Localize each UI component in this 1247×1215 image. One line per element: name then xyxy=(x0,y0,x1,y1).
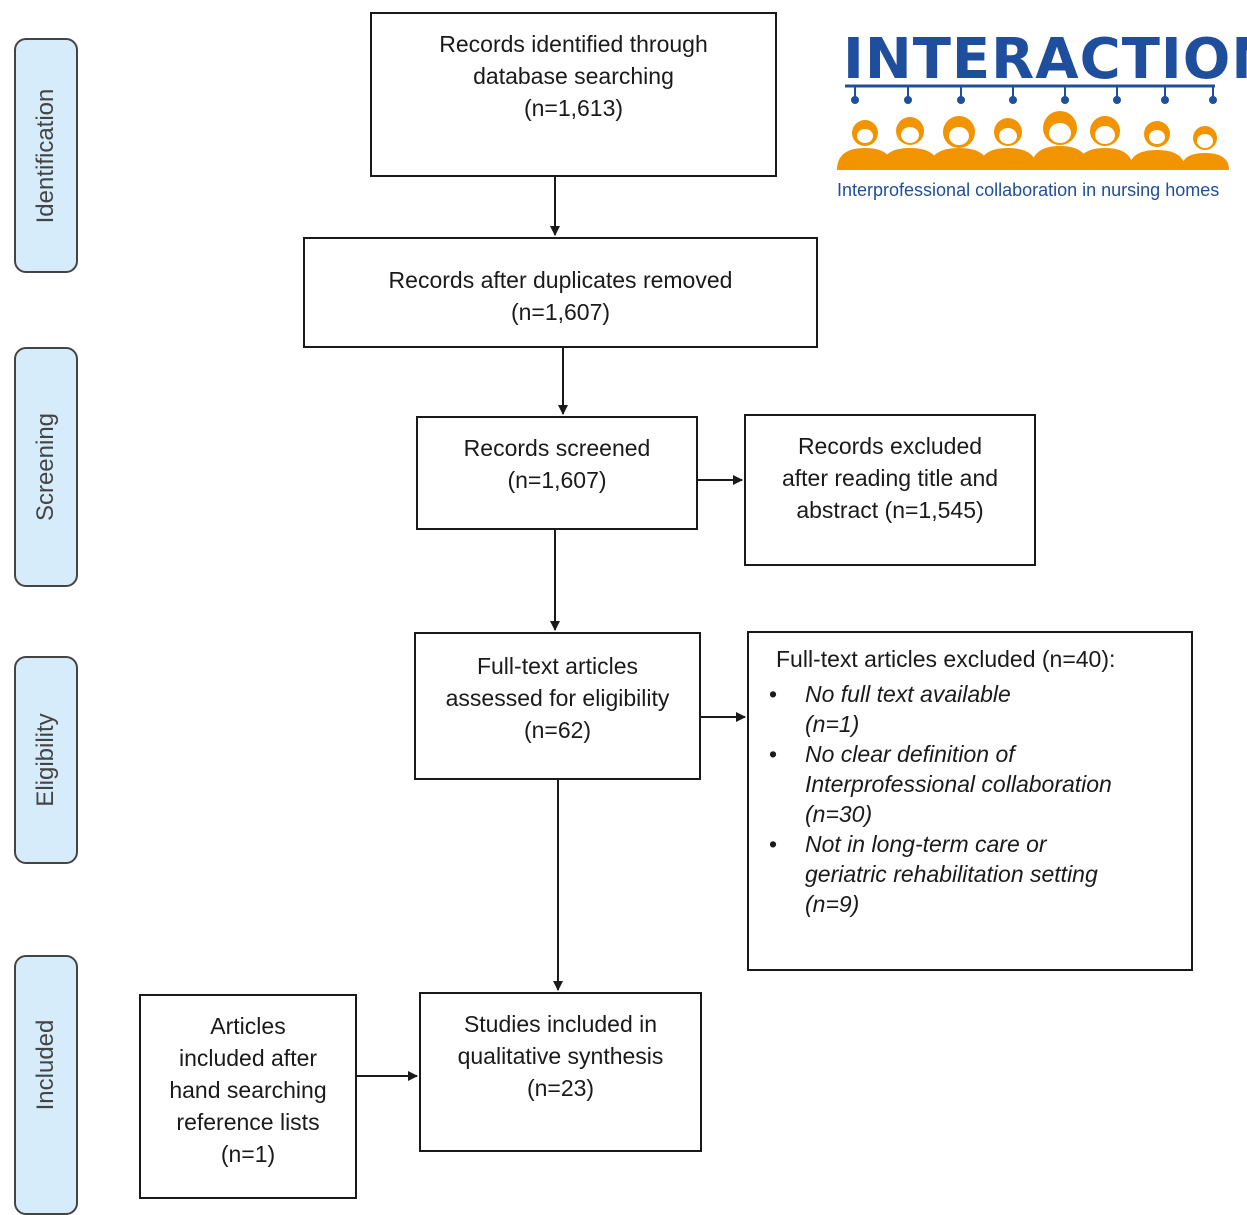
exclusion-reasons-list: • No full text available (n=1) • No clea… xyxy=(749,679,1191,919)
logo-title: INTERACTION xyxy=(843,27,1247,92)
box-line: (n=1,607) xyxy=(510,299,611,325)
list-item: • No clear definition of Interprofession… xyxy=(749,739,1191,829)
interaction-logo: INTERACTION Interprofessional collaborat… xyxy=(835,28,1247,208)
box-line: included after xyxy=(178,1045,318,1071)
reason-line: (n=1) xyxy=(805,711,860,737)
box-line: Studies included in xyxy=(463,1011,658,1037)
reason-line: (n=9) xyxy=(805,891,860,917)
reason-line: geriatric rehabilitation setting xyxy=(805,861,1098,887)
box-line: assessed for eligibility xyxy=(445,685,670,711)
box-line: Records excluded xyxy=(797,433,983,459)
box-line: hand searching xyxy=(169,1077,327,1103)
box-studies-included: Studies included in qualitative synthesi… xyxy=(419,992,702,1152)
box-fulltext-excluded: Full-text articles excluded (n=40): • No… xyxy=(747,631,1193,971)
reason-line: (n=30) xyxy=(805,801,873,827)
phase-identification: Identification xyxy=(14,38,78,273)
box-records-identified: Records identified through database sear… xyxy=(370,12,777,177)
box-line: Records screened xyxy=(463,435,651,461)
excluded-title: Full-text articles excluded (n=40): xyxy=(776,646,1116,672)
logo-people-icon xyxy=(837,84,1229,170)
logo-subtitle: Interprofessional collaboration in nursi… xyxy=(837,180,1220,200)
bullet-icon: • xyxy=(769,741,778,767)
box-records-excluded: Records excluded after reading title and… xyxy=(744,414,1036,566)
box-hand-searching: Articles included after hand searching r… xyxy=(139,994,357,1199)
reason-line: No clear definition of xyxy=(805,741,1015,767)
box-line: database searching xyxy=(473,63,674,89)
reason-line: Interprofessional collaboration xyxy=(805,771,1112,797)
box-duplicates-removed: Records after duplicates removed (n=1,60… xyxy=(303,237,818,348)
list-item: • No full text available (n=1) xyxy=(749,679,1191,739)
list-item: • Not in long-term care or geriatric reh… xyxy=(749,829,1191,919)
box-line: reference lists xyxy=(176,1109,320,1135)
reason-line: Not in long-term care or xyxy=(805,831,1047,857)
bullet-icon: • xyxy=(769,681,778,707)
box-line: (n=62) xyxy=(523,717,592,743)
phase-screening: Screening xyxy=(14,347,78,587)
reason-line: No full text available xyxy=(805,681,1011,707)
box-line: Full-text articles xyxy=(476,653,639,679)
box-line: Records identified through xyxy=(439,31,708,57)
box-line: Articles xyxy=(210,1013,286,1039)
box-records-screened: Records screened (n=1,607) xyxy=(416,416,698,530)
phase-eligibility: Eligibility xyxy=(14,656,78,864)
box-line: (n=23) xyxy=(526,1075,595,1101)
box-line: qualitative synthesis xyxy=(457,1043,664,1069)
box-line: Records after duplicates removed xyxy=(388,267,733,293)
box-line: (n=1) xyxy=(220,1141,276,1167)
box-line: (n=1,613) xyxy=(523,95,624,121)
box-line: (n=1,607) xyxy=(507,467,607,493)
box-line: abstract (n=1,545) xyxy=(796,497,984,523)
bullet-icon: • xyxy=(769,831,778,857)
box-line: after reading title and xyxy=(781,465,999,491)
box-fulltext-assessed: Full-text articles assessed for eligibil… xyxy=(414,632,701,780)
phase-included: Included xyxy=(14,955,78,1215)
